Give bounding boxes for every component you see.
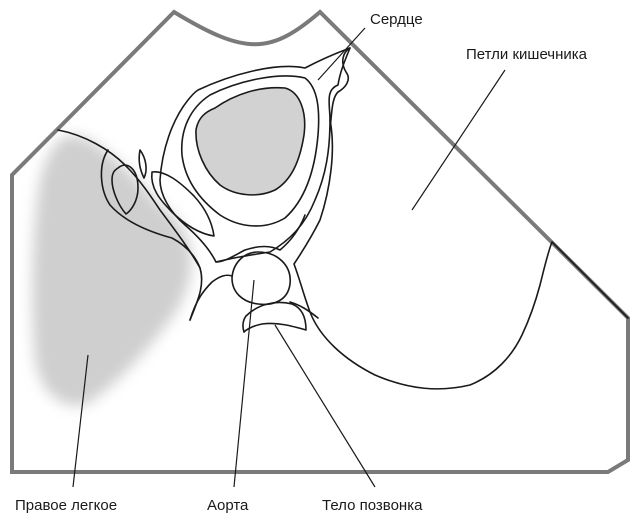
vertebra-label: Тело позвонка <box>322 497 423 514</box>
heart-chamber <box>196 88 305 195</box>
aorta-circle <box>232 252 290 304</box>
mediastinum-line <box>216 215 305 262</box>
left-structure-small <box>139 150 146 178</box>
vertebra-body <box>243 303 306 333</box>
aorta-leader <box>234 280 254 487</box>
aorta-label: Аорта <box>207 497 249 514</box>
right-lung-label: Правое легкое <box>15 497 117 514</box>
vertebra-leader <box>275 325 375 487</box>
intestine-label: Петли кишечника <box>466 46 588 63</box>
posterior-boundary <box>190 275 232 320</box>
intestine-leader <box>412 70 505 210</box>
intestine-loops-outline <box>294 120 628 389</box>
heart-label: Сердце <box>370 11 423 28</box>
